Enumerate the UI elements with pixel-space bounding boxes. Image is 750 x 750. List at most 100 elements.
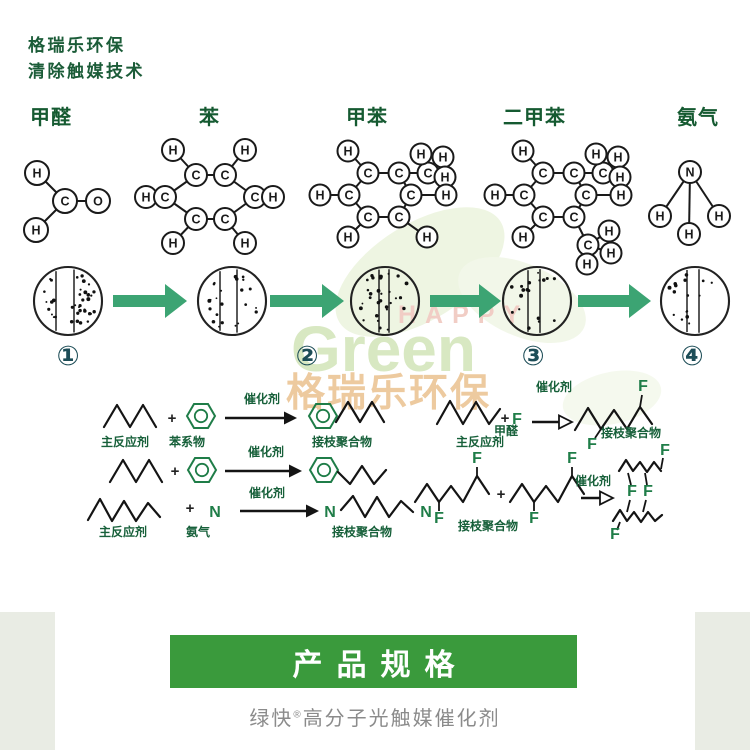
reaction-diagram-left: + 催化剂 主反应剂 苯系物 接枝聚合物 + 催化剂 + N 催化剂 N N 主…	[86, 391, 432, 539]
polymer-zigzag	[508, 474, 586, 504]
reaction-diagram-right: + F 甲醛 主反应剂 催化剂 F F 接枝聚合物 F F + F F 催化剂 …	[413, 378, 670, 542]
branch-bond	[626, 499, 631, 513]
atom-H: H	[233, 231, 257, 255]
brand-title: 格瑞乐环保	[28, 36, 126, 55]
atom-H: H	[677, 222, 701, 246]
plus-sign: +	[168, 410, 177, 427]
svg-text:H: H	[315, 189, 324, 203]
atom-H: H	[597, 219, 621, 243]
svg-text:H: H	[168, 237, 177, 251]
catalyst-label: 催化剂	[249, 485, 285, 500]
atom-H: H	[336, 139, 360, 163]
section-banner: 产品规格	[170, 635, 577, 688]
atom-H: H	[23, 217, 49, 243]
product-label: 接枝聚合物	[332, 524, 392, 539]
reactant-label: 甲醛	[494, 423, 519, 438]
svg-text:C: C	[220, 213, 229, 227]
watermark-brand-text: 格瑞乐环保	[286, 372, 492, 415]
fluorine-symbol: F	[529, 510, 539, 527]
header: 格瑞乐环保 清除触媒技术	[28, 33, 145, 85]
svg-text:C: C	[160, 191, 169, 205]
product-description: 高分子光触媒催化剂	[302, 708, 501, 730]
atom-C: C	[512, 183, 536, 207]
plus-sign: +	[497, 486, 506, 503]
svg-text:C: C	[191, 169, 200, 183]
atom-H: H	[707, 204, 731, 228]
reaction-arrowhead-icon	[284, 411, 297, 425]
process-circle	[32, 265, 104, 337]
svg-text:C: C	[60, 195, 69, 209]
atom-C: C	[337, 183, 361, 207]
atom-C: C	[399, 183, 423, 207]
svg-text:C: C	[538, 211, 547, 225]
svg-text:H: H	[490, 189, 499, 203]
atom-C: C	[531, 161, 555, 185]
atom-C: C	[562, 161, 586, 185]
tech-title: 清除触媒技术	[28, 62, 145, 81]
product-name: 绿快	[249, 708, 294, 730]
atom-H: H	[511, 225, 535, 249]
svg-text:H: H	[613, 151, 622, 165]
svg-text:C: C	[406, 189, 415, 203]
benzene-ring-icon	[185, 403, 217, 429]
step-number: ②	[295, 341, 319, 371]
catalyst-label: 催化剂	[248, 444, 284, 459]
atom-H: H	[609, 183, 633, 207]
reactant-label: 主反应剂	[101, 434, 149, 449]
atom-H: H	[336, 225, 360, 249]
svg-text:H: H	[31, 224, 40, 238]
svg-text:C: C	[423, 167, 432, 181]
svg-text:H: H	[591, 148, 600, 162]
svg-text:H: H	[714, 210, 723, 224]
svg-text:C: C	[394, 211, 403, 225]
atom-C: C	[387, 205, 411, 229]
nitrogen-symbol: N	[420, 504, 432, 521]
process-circle	[659, 265, 731, 337]
svg-text:C: C	[394, 167, 403, 181]
reaction-arrowhead-icon	[599, 490, 616, 506]
fluorine-symbol: F	[472, 450, 482, 467]
svg-text:C: C	[220, 169, 229, 183]
atom-C: C	[184, 163, 208, 187]
atom-H: H	[415, 225, 439, 249]
step-number: ③	[521, 341, 545, 371]
pollutant-label: 氨气	[677, 107, 719, 129]
branch-bond	[616, 521, 621, 531]
flow-arrow-icon	[578, 284, 651, 318]
svg-text:H: H	[518, 231, 527, 245]
fluorine-symbol: F	[638, 378, 648, 395]
svg-text:H: H	[606, 247, 615, 261]
atom-H: H	[409, 142, 433, 166]
svg-text:H: H	[343, 231, 352, 245]
reactant-label: 主反应剂	[99, 524, 147, 539]
benzene-ring-inner-icon	[315, 408, 331, 424]
plus-sign: +	[171, 463, 180, 480]
polymer-zigzag	[336, 464, 388, 486]
svg-text:O: O	[93, 195, 103, 209]
atom-H: H	[308, 183, 332, 207]
flow-arrow-icon	[270, 284, 344, 318]
process-circle	[349, 265, 421, 337]
svg-text:C: C	[363, 167, 372, 181]
atom-C: C	[356, 161, 380, 185]
fluorine-symbol: F	[643, 483, 653, 500]
fluorine-symbol: F	[627, 483, 637, 500]
atom-H: H	[161, 231, 185, 255]
fluorine-symbol: F	[587, 436, 597, 453]
atom-C: C	[531, 205, 555, 229]
reactant-label: 氨气	[186, 524, 210, 539]
svg-text:H: H	[582, 258, 591, 272]
nitrogen-symbol: N	[209, 504, 221, 521]
svg-text:C: C	[569, 211, 578, 225]
polymer-zigzag	[334, 400, 386, 424]
atom-H: H	[575, 252, 599, 276]
svg-text:H: H	[440, 171, 449, 185]
branch-bond	[594, 428, 602, 439]
svg-text:H: H	[655, 210, 664, 224]
atom-C: C	[562, 205, 586, 229]
svg-text:H: H	[32, 167, 41, 181]
benzene-ring-inner-icon	[316, 462, 332, 478]
atom-O: O	[85, 188, 111, 214]
